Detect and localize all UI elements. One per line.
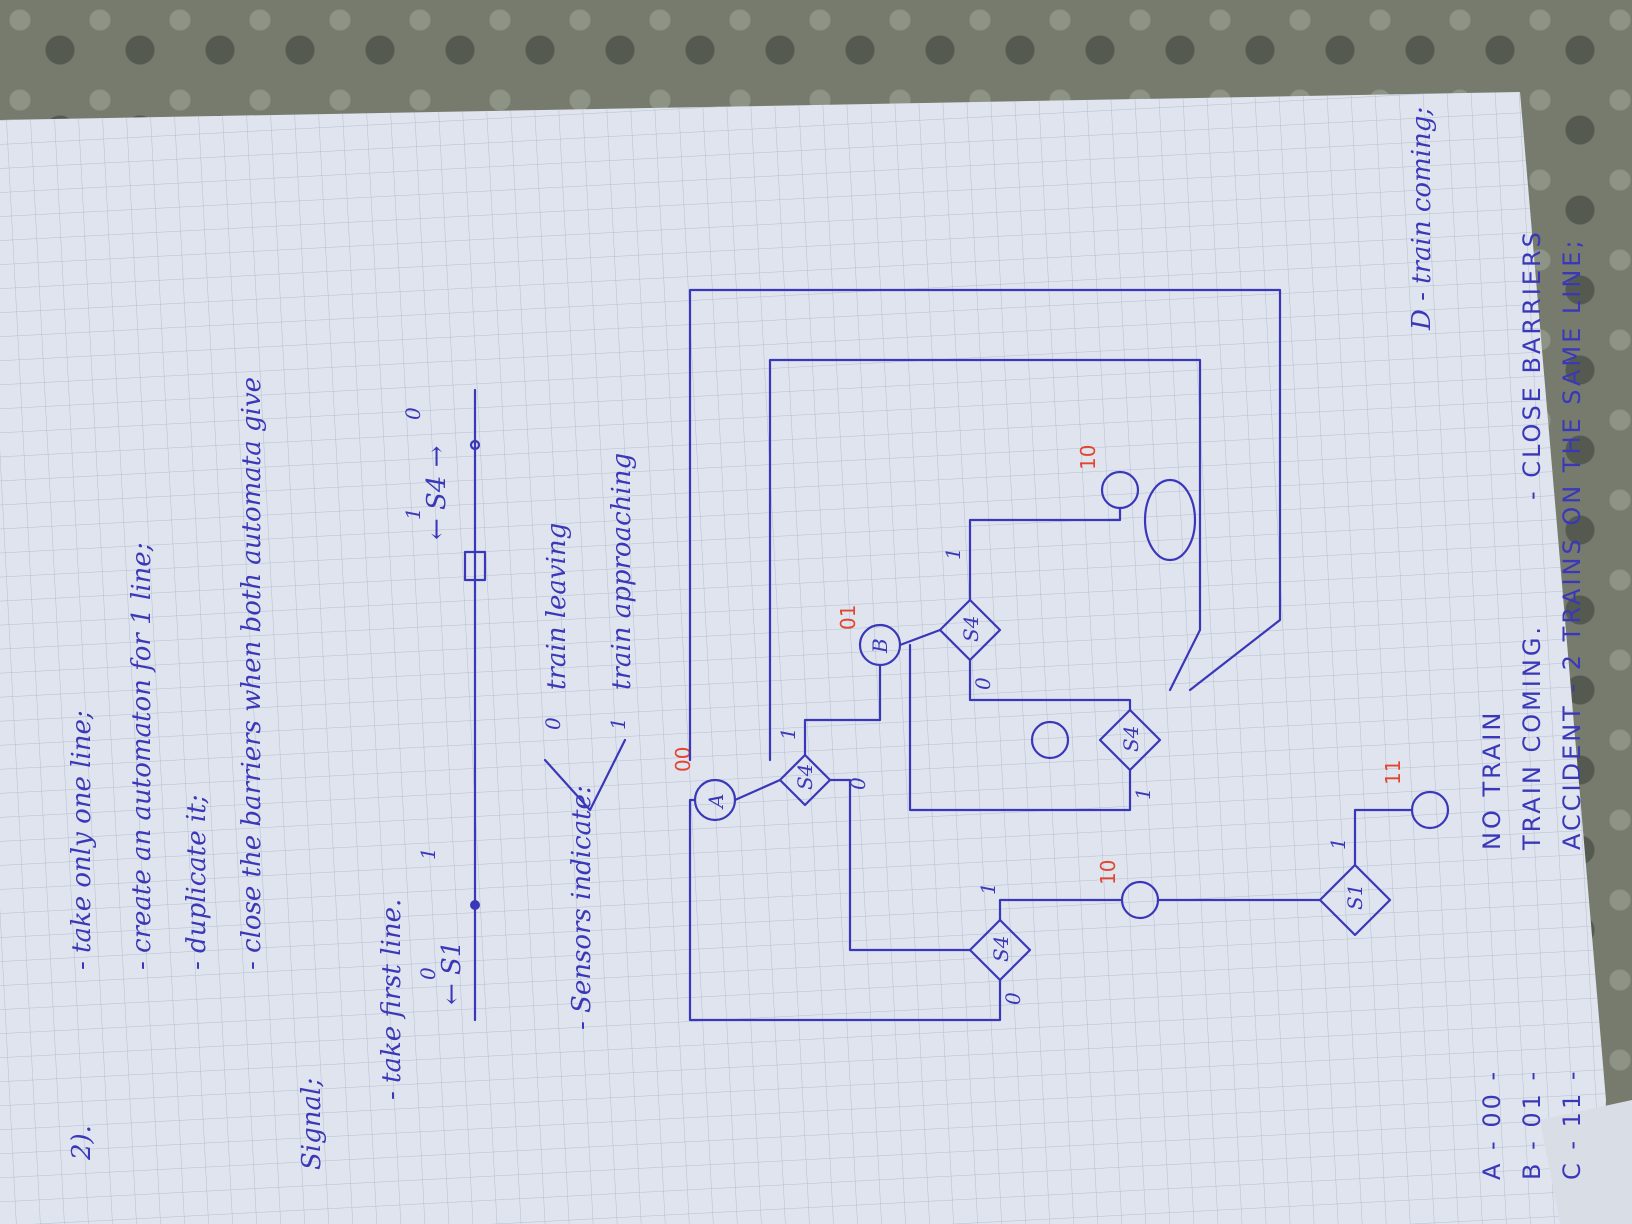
- bullet-3: - duplicate it;: [182, 795, 212, 970]
- edge-outer-loop-1: [768, 358, 1202, 762]
- decision-s4-a-label: S4: [793, 764, 817, 790]
- decision-s4-d: [968, 918, 1032, 982]
- edge-outer-loop-2: [688, 288, 1282, 762]
- edge-b-s4: [898, 628, 942, 647]
- state-a-code: 00: [671, 747, 695, 772]
- decision-s4-c-label: S4: [1119, 726, 1143, 752]
- sensor-s1-dot: [470, 900, 480, 910]
- sensors-one-text: train approaching: [607, 453, 637, 690]
- sensors-one: 1: [606, 717, 630, 730]
- legend-b-action: - CLOSE BARRIERS: [1518, 229, 1546, 500]
- edge-s4d-a: [688, 798, 1002, 1022]
- decision-s1-label: S1: [1343, 884, 1367, 910]
- edge-s1-c: [1353, 808, 1414, 867]
- s4-one: 1: [401, 507, 425, 520]
- state-e-code: 10: [1096, 860, 1120, 885]
- header-number: 2).: [67, 1125, 97, 1161]
- self-loop-d: [1143, 478, 1197, 562]
- sensors-zero-text: train leaving: [542, 523, 572, 690]
- legend-b-line: B - 01 -: [1518, 1069, 1546, 1180]
- decision-s4-d-label: S4: [989, 936, 1013, 962]
- legend-c-text: ACCIDENT - 2 TRAINS ON THE SAME LINE;: [1558, 237, 1586, 850]
- edge-s4a-s4d: [828, 778, 972, 952]
- state-d-code: 10: [1076, 445, 1100, 470]
- decision-s4-c: [1098, 708, 1162, 772]
- edge-s4c-b: [908, 643, 1132, 812]
- edge-s4-d: [968, 506, 1122, 602]
- edge-a-s4: [733, 778, 782, 802]
- sensors-zero: 0: [541, 717, 565, 730]
- legend-b-text: TRAIN COMING.: [1518, 624, 1546, 851]
- sensors-label: - Sensors indicate:: [567, 785, 597, 1030]
- edge-zero-a: 0: [1001, 992, 1025, 1005]
- state-e-node: [1030, 720, 1070, 760]
- state-c-code: 11: [1381, 760, 1405, 785]
- edge-s4-b: [803, 663, 882, 757]
- sensors-bracket: [543, 738, 627, 812]
- s4-arrow: ← S4 →: [422, 446, 452, 540]
- signal-label: Signal;: [297, 1078, 327, 1170]
- edge-zero-c: 0: [971, 677, 995, 690]
- edge-one-d: 1: [941, 547, 965, 560]
- s1-zero: 0: [416, 967, 440, 980]
- take-first-line: - take first line.: [377, 899, 407, 1100]
- barrier-box: [463, 550, 487, 582]
- decision-s4-b: [938, 598, 1002, 662]
- state-b-label: B: [868, 638, 892, 654]
- legend-a-line: A - 00 -: [1478, 1069, 1506, 1180]
- paper-edge-bottom: [1540, 1100, 1632, 1224]
- edge-zero-s4d: 0: [846, 777, 870, 790]
- s1-one: 1: [416, 847, 440, 860]
- edge-one-b: 1: [776, 727, 800, 740]
- state-b-code: 01: [836, 605, 860, 630]
- s1-arrow: ← S1: [437, 941, 467, 1005]
- decision-s1: [1318, 863, 1392, 937]
- bullet-1: - take only one line;: [67, 710, 97, 970]
- s4-zero: 0: [401, 407, 425, 420]
- sensor-s4-dot: [469, 439, 481, 451]
- decision-s4-b-label: S4: [959, 616, 983, 642]
- legend-c-line: C - 11 -: [1558, 1068, 1586, 1180]
- edge-one-s4c: 1: [1131, 787, 1155, 800]
- edge-s4-s4c: [968, 658, 1132, 712]
- bullet-4: - close the barriers when both automata …: [237, 377, 267, 970]
- state-a-label: A: [704, 794, 728, 810]
- bullet-2: - create an automaton for 1 line;: [127, 543, 157, 970]
- legend-a-text: NO TRAIN: [1478, 710, 1506, 850]
- edge-one-lower: 1: [976, 882, 1000, 895]
- legend-d-line: D - train coming;: [1407, 107, 1437, 331]
- edge-one-c: 1: [1326, 837, 1350, 850]
- edge-s4d-lower: [998, 898, 1124, 922]
